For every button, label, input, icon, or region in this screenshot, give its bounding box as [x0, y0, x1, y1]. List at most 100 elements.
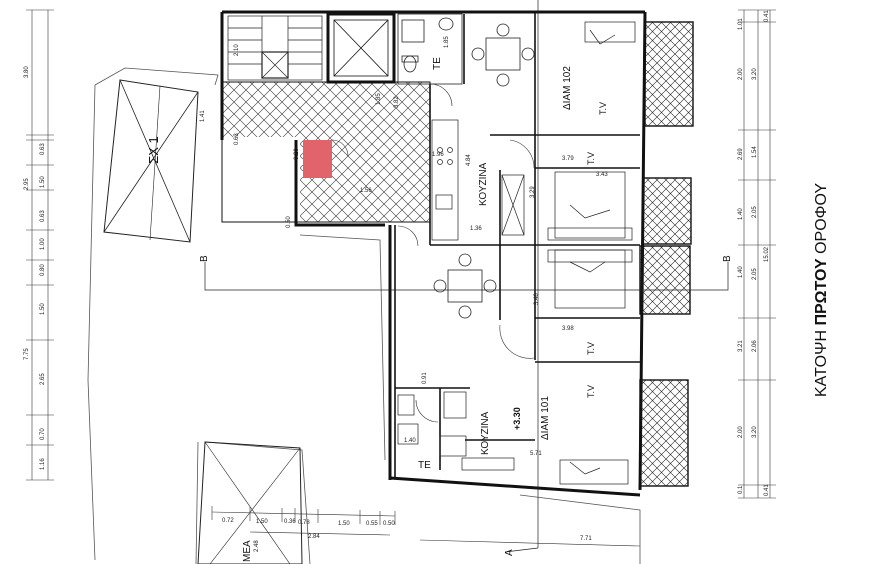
title-part-2: ΠΡΩΤΟΥ: [813, 258, 830, 326]
dim-label: 1.40: [738, 266, 744, 278]
dim-label: 2.48: [254, 540, 260, 552]
interior-dimension-labels: 2.10 1.41 3.82 0.63 1.85 1.96 0.50 0.20 …: [200, 36, 608, 457]
dim-label: 0.91: [422, 372, 428, 384]
dim-label: 3.46: [534, 293, 540, 305]
dim-label: 0.55: [366, 521, 378, 527]
section-b-left: B: [199, 255, 210, 262]
dim-label: 1.50: [256, 519, 268, 525]
dim-label: 0.63: [234, 133, 240, 145]
title-part-3: ΟΡΟΦΟΥ: [813, 183, 830, 259]
dim-label: 3.29: [530, 186, 536, 198]
right-dimension-labels: 2.00 2.69 1.40 1.40 3.21 2.00 3.20 1.54 …: [738, 10, 770, 496]
staircase-sx1: ΣΧ 1: [103, 79, 199, 243]
apt-102-label: ΔΙΑΜ 102: [562, 66, 573, 110]
dim-label: 3.21: [738, 340, 744, 352]
lower-block: ΜΕΑ: [197, 441, 303, 564]
dining-table-top: [471, 23, 535, 87]
dim-label: 1.54: [752, 146, 758, 158]
bathroom-bottom-label: ΤΕ: [418, 460, 431, 471]
section-lines: [204, 0, 729, 553]
dim-label: 3.82: [394, 96, 400, 108]
dim-label: 0.36: [284, 519, 296, 525]
kitchen-bottom: ΚΟΥΖΙΝΑ ΤΕ: [397, 391, 515, 471]
dim-label: 1.41: [200, 110, 206, 122]
dim-label: 1.36: [470, 226, 482, 232]
dim-label: 2.10: [234, 44, 240, 56]
dim-label: 0.50: [286, 216, 292, 228]
highlighted-element: [303, 140, 332, 178]
dim-label: 3.98: [562, 326, 574, 332]
section-b-right: B: [722, 255, 733, 262]
tv-label-3: T.V: [586, 342, 596, 355]
bathroom-top: ΤΕ: [397, 13, 463, 85]
dim-label: 1.85: [376, 93, 382, 105]
dim-label: 2.06: [752, 340, 758, 352]
dim-label: 0.41: [764, 484, 770, 496]
dining-table-bottom: [433, 253, 497, 319]
staircase-label: ΣΧ 1: [146, 136, 161, 164]
dim-label: 0.80: [40, 264, 46, 276]
beds: [547, 21, 636, 485]
kitchen-bottom-label: ΚΟΥΖΙΝΑ: [480, 411, 491, 455]
dim-label: 2.69: [738, 148, 744, 160]
dim-label: 1.40: [738, 208, 744, 220]
dim-label: 2.00: [738, 426, 744, 438]
left-dimensions: [26, 9, 54, 481]
dim-label: 2.84: [308, 534, 320, 540]
dim-label: 1.01: [738, 18, 744, 30]
dim-label: 1.16: [40, 458, 46, 470]
interior-walls: [394, 12, 640, 478]
dim-label: 3.20: [752, 426, 758, 438]
tv-label-2: T.V: [586, 152, 596, 165]
dim-label: 0.41: [764, 10, 770, 22]
dim-label: 2.00: [738, 68, 744, 80]
dim-label: 3.43: [596, 172, 608, 178]
dim-label: 15.02: [764, 246, 770, 262]
apt-101-label: ΔΙΑΜ 101: [540, 396, 551, 440]
dim-label: 7.75: [24, 348, 30, 360]
dim-label: 1.40: [404, 438, 416, 444]
lower-block-label: ΜΕΑ: [242, 540, 253, 562]
dim-label: 2.95: [24, 178, 30, 190]
dim-label: 0.20: [294, 148, 300, 160]
right-dimensions: [738, 9, 776, 499]
balconies: [639, 21, 694, 487]
dim-label: 0.50: [383, 521, 395, 527]
dim-label: 3.79: [562, 156, 574, 162]
stairwell: [227, 15, 323, 81]
dim-label: 1.85: [444, 36, 450, 48]
dim-label: 0.78: [298, 520, 310, 526]
elevator-shaft: [326, 12, 396, 84]
dim-label: 7.71: [580, 536, 592, 542]
tv-label-4: T.V: [586, 385, 596, 398]
dim-label: 1.50: [40, 176, 46, 188]
dim-label: 4.84: [466, 154, 472, 166]
room-labels: ΔΙΑΜ 102 ΔΙΑΜ 101 +3.30 T.V T.V T.V T.V: [512, 66, 608, 440]
section-a: A: [504, 549, 515, 556]
kitchen-top: ΚΟΥΖΙΝΑ: [431, 119, 525, 241]
dim-label: 3.80: [24, 66, 30, 78]
dim-label: 0.63: [40, 143, 46, 155]
bottom-dimensions: [211, 506, 641, 547]
dim-label: 5.71: [530, 451, 542, 457]
dim-label: 2.65: [40, 373, 46, 385]
site-outline: [87, 67, 641, 564]
dim-label: 1.56: [360, 188, 372, 194]
tv-label-1: T.V: [598, 102, 608, 115]
dim-label: 0.63: [40, 210, 46, 222]
level-label: +3.30: [512, 407, 522, 430]
bottom-dimension-labels: 0.72 1.50 0.36 0.78 1.50 0.55 0.50 7.71 …: [222, 518, 592, 552]
kitchen-top-label: ΚΟΥΖΙΝΑ: [478, 162, 489, 206]
dim-label: 1.50: [338, 521, 350, 527]
door-swings: [331, 83, 535, 423]
dim-label: 0.72: [222, 518, 234, 524]
dim-label: 1.00: [40, 238, 46, 250]
left-dimension-labels: 3.80 2.95 7.75 0.63 1.50 0.63 1.00 0.80 …: [24, 66, 46, 470]
dim-label: 2.05: [752, 268, 758, 280]
dim-label: 0.1: [738, 485, 744, 494]
dim-label: 3.20: [752, 68, 758, 80]
title-part-1: ΚΑΤΟΨΗ: [813, 326, 830, 397]
dim-label: 0.70: [40, 428, 46, 440]
dim-label: 2.05: [752, 206, 758, 218]
